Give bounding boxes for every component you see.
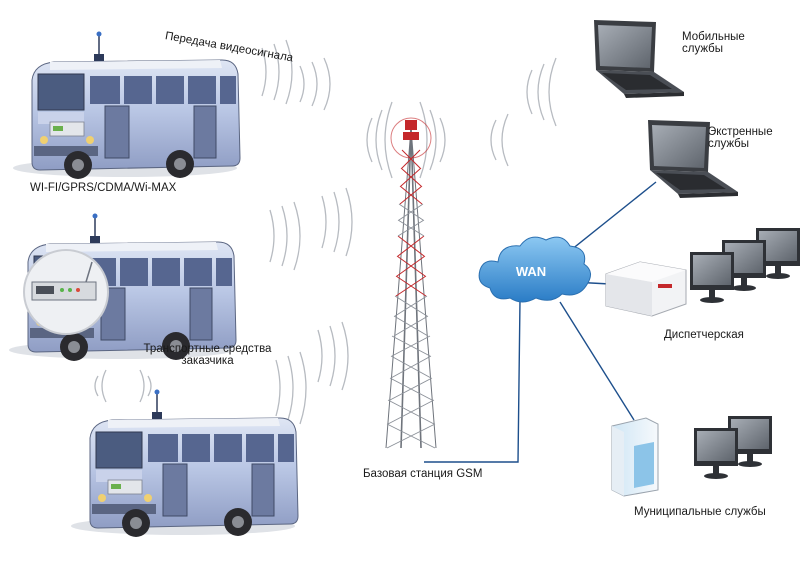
- wan-label: WAN: [516, 264, 546, 279]
- wireless-standards-label: WI-FI/GPRS/CDMA/Wi-MAX: [30, 182, 177, 194]
- wan-cloud: [478, 236, 591, 303]
- network-links: [424, 181, 657, 463]
- laptop-mobile-services: [594, 20, 684, 98]
- base-station-label: Базовая станция GSM: [363, 468, 483, 480]
- emergency-services-label-line1: Экстренные: [708, 126, 773, 138]
- dispatch-monitor-1: [690, 252, 734, 303]
- emergency-services-label-line2: службы: [708, 138, 750, 150]
- bus-bottom: [70, 388, 299, 538]
- dispatch-server: [605, 261, 687, 317]
- municipal-server: [611, 417, 659, 497]
- signal-waves: [94, 39, 557, 425]
- mobile-services-label-line1: Мобильные: [682, 31, 745, 43]
- bus-top: [12, 30, 241, 180]
- municipal-monitor-1: [694, 428, 738, 479]
- customer-vehicles-label-line2: заказчика: [181, 355, 234, 367]
- mobile-services-label-line2: службы: [682, 43, 724, 55]
- device-magnifier: [23, 249, 109, 335]
- dispatch-label: Диспетчерская: [664, 329, 744, 341]
- municipal-services-label: Муниципальные службы: [634, 506, 766, 518]
- customer-vehicles-label-line1: Транспортные средства: [143, 343, 272, 355]
- gsm-tower: [385, 117, 437, 449]
